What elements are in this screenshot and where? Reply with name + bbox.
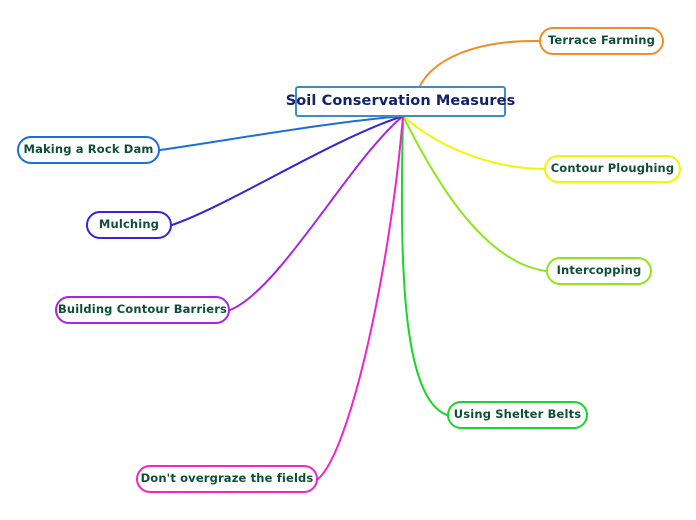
branch-connector [419, 39, 540, 87]
leaf-node-2[interactable]: Intercopping [546, 257, 652, 285]
branch-connector [402, 115, 547, 272]
central-node-label: Soil Conservation Measures [285, 93, 516, 110]
leaf-node-label: Mulching [98, 217, 160, 232]
branch-connector [229, 115, 404, 311]
leaf-node-label: Making a Rock Dam [23, 142, 154, 157]
leaf-node-1[interactable]: Contour Ploughing [544, 155, 681, 183]
leaf-node-label: Don't overgraze the fields [140, 471, 314, 486]
branch-connector [400, 115, 448, 416]
branch-connector [402, 115, 545, 170]
leaf-node-label: Intercopping [556, 263, 642, 278]
leaf-node-6[interactable]: Mulching [86, 211, 172, 239]
leaf-node-label: Terrace Farming [547, 33, 656, 48]
leaf-node-5[interactable]: Building Contour Barriers [55, 296, 230, 324]
leaf-node-label: Contour Ploughing [550, 161, 675, 176]
branch-connector [159, 115, 404, 151]
central-node[interactable]: Soil Conservation Measures [286, 86, 515, 117]
branch-connector [317, 115, 404, 480]
leaf-node-label: Using Shelter Belts [453, 407, 582, 422]
branch-connector [171, 115, 404, 226]
leaf-node-3[interactable]: Using Shelter Belts [447, 401, 588, 429]
leaf-node-label: Building Contour Barriers [57, 302, 228, 317]
leaf-node-0[interactable]: Terrace Farming [539, 27, 664, 55]
leaf-node-7[interactable]: Making a Rock Dam [17, 136, 160, 164]
leaf-node-4[interactable]: Don't overgraze the fields [136, 465, 318, 493]
